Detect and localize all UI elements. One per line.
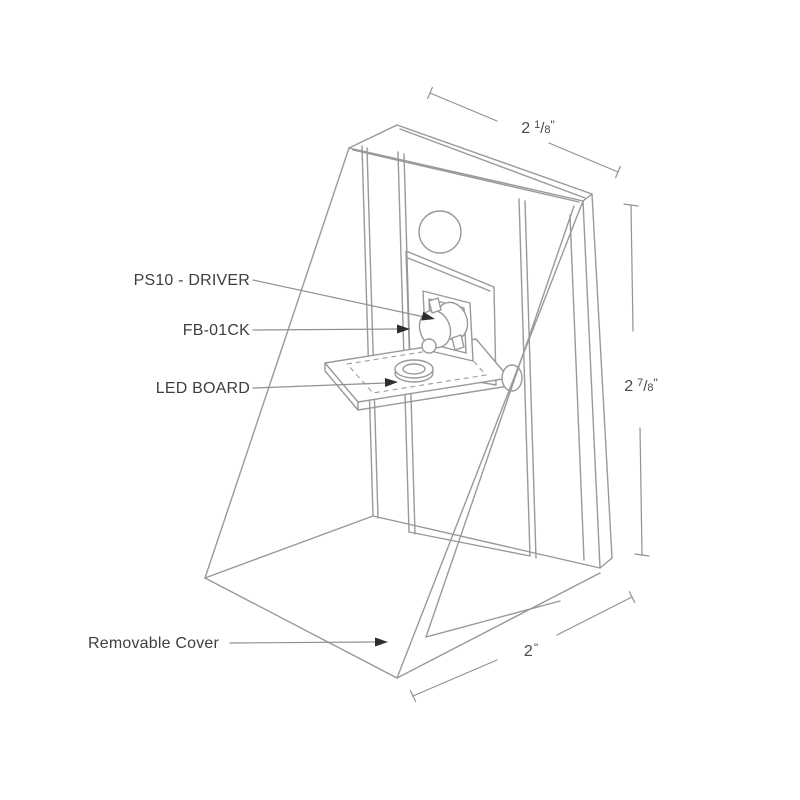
led-board xyxy=(324,338,510,411)
dimension-tick xyxy=(634,553,650,557)
box-back-left-vertical xyxy=(397,151,416,535)
box-back-wall-bottom-edge xyxy=(408,531,531,557)
leader-arrowhead xyxy=(397,324,410,334)
callouts: PS10 - DRIVER FB-01CK LED BOARD Removabl… xyxy=(88,272,435,652)
box-top-face-inner-back xyxy=(399,128,586,199)
label-bracket: FB-01CK xyxy=(183,322,250,339)
mounting-plate-edge-line xyxy=(407,257,491,292)
removable-cover-outline xyxy=(204,147,601,679)
cover-bottom-back-edge xyxy=(204,515,374,579)
mounting-plate-outline xyxy=(405,250,497,386)
dimension-tick xyxy=(409,690,417,702)
dimension-line xyxy=(429,92,619,173)
box-top-face-inner-front xyxy=(352,149,580,203)
led-aperture-inner-ring xyxy=(402,363,426,375)
callout-cover: Removable Cover xyxy=(88,635,388,652)
leader-arrowhead xyxy=(384,377,398,387)
dimension-tick xyxy=(623,203,639,207)
callout-led-board: LED BOARD xyxy=(156,377,398,397)
dimension-bottom-value: 2" xyxy=(524,641,538,660)
box-right-face-inner-edge xyxy=(569,214,585,561)
callout-bracket: FB-01CK xyxy=(183,322,410,339)
back-box xyxy=(348,124,613,569)
box-right-face-front-edge xyxy=(582,200,601,569)
leader-arrowhead xyxy=(375,637,388,647)
box-top-face xyxy=(348,124,593,202)
cover-right-slope-inner xyxy=(425,205,575,638)
cover-bottom-rim-right xyxy=(396,572,601,679)
dimension-line xyxy=(630,204,643,556)
label-cover: Removable Cover xyxy=(88,635,220,652)
leader-driver xyxy=(252,279,430,319)
box-left-stile xyxy=(361,145,379,519)
box-bottom-front-edge xyxy=(372,515,601,569)
leader-led-board xyxy=(252,382,387,389)
box-back-right-vertical xyxy=(518,198,537,559)
dimension-bottom-depth: 2" xyxy=(409,591,636,702)
cover-inner-rim-right xyxy=(425,600,561,638)
cover-right-slope-outer xyxy=(396,200,584,679)
leader-arrowhead xyxy=(421,311,435,321)
leader-cover xyxy=(229,641,377,644)
dimension-tick xyxy=(427,86,433,100)
driver-clip-top xyxy=(428,297,442,314)
callout-driver: PS10 - DRIVER xyxy=(134,272,435,321)
cover-bottom-left-edge xyxy=(204,577,398,679)
dimension-tick xyxy=(615,165,621,179)
driver-clip-bottom xyxy=(451,334,465,351)
cover-left-slope-edge xyxy=(204,147,350,579)
label-led-board: LED BOARD xyxy=(156,380,250,397)
box-right-face-bottom-edge xyxy=(599,557,613,569)
label-driver: PS10 - DRIVER xyxy=(134,272,250,289)
box-right-face-back-edge xyxy=(591,193,613,559)
mounting-plate xyxy=(405,250,497,386)
dimension-tick xyxy=(628,591,636,603)
driver-clip-curl xyxy=(421,338,437,354)
wire-hole xyxy=(418,210,462,254)
leader-bracket xyxy=(252,328,399,331)
dimension-line xyxy=(412,596,633,697)
